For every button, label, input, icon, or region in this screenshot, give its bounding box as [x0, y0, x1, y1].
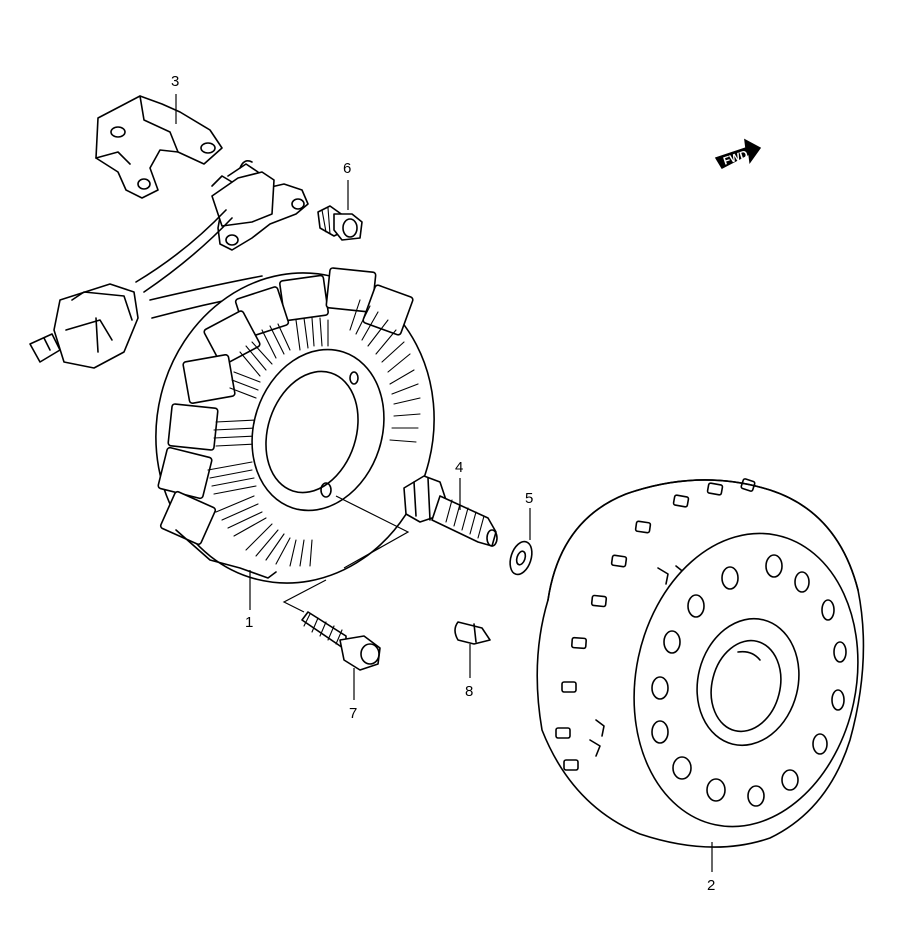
callout-7: 7	[349, 705, 357, 722]
callout-5: 5	[525, 490, 533, 507]
bracket-part	[95, 95, 223, 199]
stator-part	[155, 267, 435, 584]
rotor-slots	[555, 478, 756, 771]
callout-labels: 1 2 3 4 5 6 7 8	[171, 73, 715, 894]
callout-3: 3	[171, 73, 179, 90]
callout-6: 6	[343, 160, 351, 177]
connector-part	[29, 283, 139, 369]
rotor-part	[536, 478, 865, 848]
pickup-coil-part	[211, 160, 309, 251]
bracket-bolt-part	[317, 205, 363, 241]
fwd-arrow-icon: FWD	[714, 138, 762, 169]
stator-bolt-part	[301, 611, 381, 671]
callout-4: 4	[455, 459, 463, 476]
callout-1: 1	[245, 614, 253, 631]
stator-coil-fins	[207, 299, 421, 567]
rotor-bolt-part	[403, 475, 498, 547]
callout-2: 2	[707, 877, 715, 894]
key-part	[454, 621, 491, 645]
stator-poles	[157, 267, 414, 546]
stator-mount-guide	[282, 495, 410, 613]
washer-part	[509, 540, 533, 576]
rotor-face-holes	[651, 554, 847, 807]
fwd-label: FWD	[722, 149, 750, 168]
leader-lines	[175, 94, 713, 872]
callout-8: 8	[465, 683, 473, 700]
